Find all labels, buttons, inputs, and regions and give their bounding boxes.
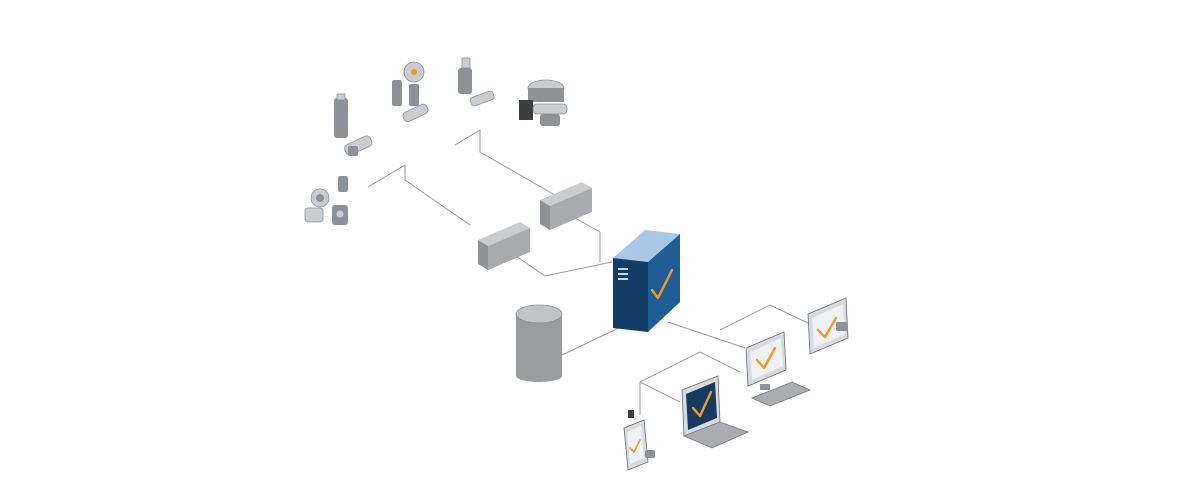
connector-sensors-to-io-left <box>367 164 471 226</box>
connector-io-left-to-server <box>509 251 613 277</box>
io-module-icon <box>540 182 592 230</box>
sensor-cluster-icon <box>458 57 495 107</box>
database-cylinder-icon <box>515 304 563 382</box>
desktop-monitor-icon <box>745 331 812 407</box>
valve-actuator-icon <box>519 79 568 126</box>
sensor-cluster-icon <box>334 93 373 156</box>
connector-sensors-to-io-right <box>454 129 561 199</box>
laptop-icon <box>681 375 750 449</box>
panel-terminal-icon <box>807 297 849 355</box>
connector-io-right-to-server <box>574 217 601 233</box>
io-module-icon <box>478 222 530 270</box>
connector-server-to-clients <box>667 321 746 349</box>
handheld-terminal-icon <box>623 410 655 471</box>
connector-database-to-server <box>561 324 626 356</box>
sensor-cluster-icon <box>392 61 429 123</box>
sensor-cluster-icon <box>304 176 348 225</box>
connector-client-bus-upper <box>719 304 813 331</box>
connector-to-laptop <box>639 381 681 403</box>
connector-lines <box>367 129 813 415</box>
connector-client-bus-lower <box>639 351 741 383</box>
server-tower-icon <box>613 230 680 332</box>
